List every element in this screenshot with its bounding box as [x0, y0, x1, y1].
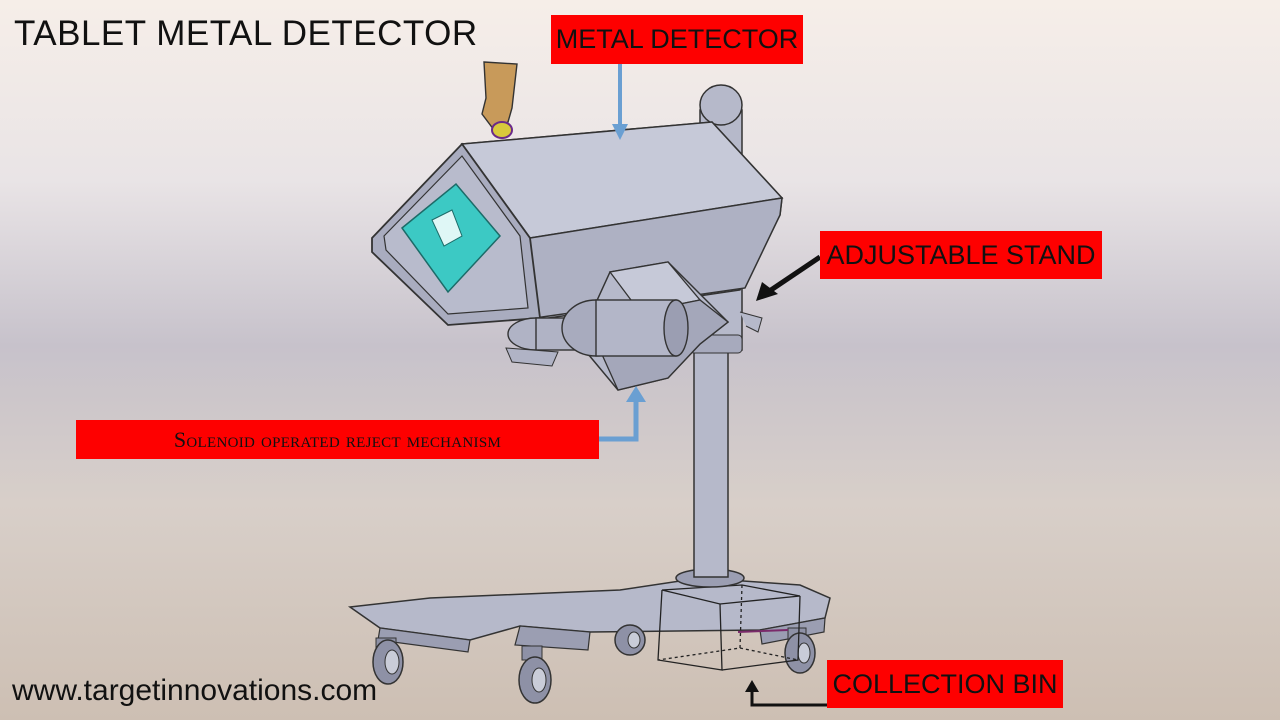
wheel: [784, 627, 816, 674]
collection-bin-label: COLLECTION BIN: [827, 660, 1063, 708]
metal-detector-label: METAL DETECTOR: [551, 15, 803, 64]
wheel: [518, 645, 552, 704]
adjustable-stand-arrow: [756, 254, 822, 301]
detector-housing: [371, 121, 784, 326]
metal-detector-arrow: [612, 64, 628, 140]
adjustable-stand-label: ADJUSTABLE STAND: [820, 231, 1102, 279]
wheel: [372, 637, 404, 685]
solenoid-mechanism: [505, 261, 730, 391]
solenoid-arrow: [599, 386, 646, 442]
collection-bin-box: [657, 584, 801, 671]
label-arrows: [599, 64, 898, 707]
slide-title: TABLET METAL DETECTOR: [14, 14, 478, 53]
wheel: [614, 624, 646, 656]
mounting-bracket: [481, 61, 518, 139]
base-frame: [347, 577, 831, 653]
solenoid-label: Solenoid operated reject mechanism: [76, 420, 599, 459]
caster-wheels: [372, 624, 816, 704]
footer-url: www.targetinnovations.com: [12, 674, 378, 707]
